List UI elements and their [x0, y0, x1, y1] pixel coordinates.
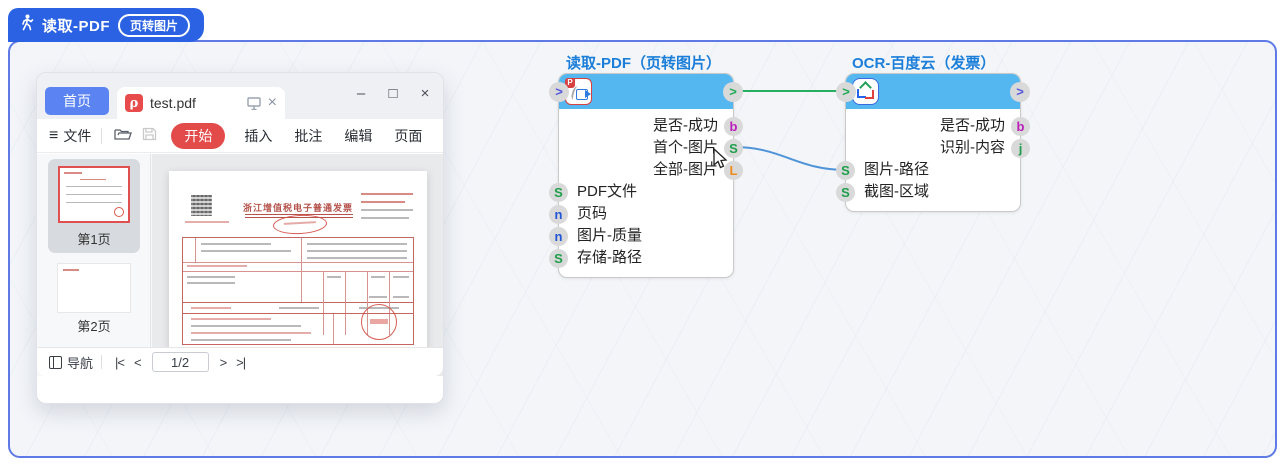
walking-person-icon — [20, 14, 34, 36]
node1-input-save-path: S 存储-路径 — [549, 247, 733, 269]
node2-input-image-path: S 图片-路径 — [836, 159, 1020, 181]
workflow-title: 读取-PDF — [42, 17, 110, 35]
next-page-button[interactable]: > — [219, 354, 228, 370]
port-number[interactable]: n — [549, 227, 568, 246]
node2-run-port[interactable]: > — [836, 82, 856, 102]
node2-output-content: 识别-内容 j — [846, 137, 1030, 159]
open-folder-icon[interactable] — [114, 127, 133, 144]
invoice-title: 浙江增值税电子普通发票 — [242, 204, 353, 214]
thumbnail-label-1: 第1页 — [77, 232, 111, 247]
node2-next-port[interactable]: > — [1010, 82, 1030, 102]
qr-code — [191, 195, 212, 216]
node1-title: 读取-PDF（页转图片） — [566, 55, 721, 72]
save-icon[interactable] — [142, 127, 157, 144]
invoice-table — [182, 237, 414, 335]
pdf-tabbar: 首页 ρ test.pdf × – □ × — [37, 73, 443, 119]
port-json[interactable]: j — [1011, 139, 1030, 158]
port-string[interactable]: S — [549, 183, 568, 202]
port-string[interactable]: S — [836, 183, 855, 202]
document-view: 浙江增值税电子普通发票 — [152, 154, 443, 376]
node2-output-success: 是否-成功 b — [846, 115, 1030, 137]
maximize-button[interactable]: □ — [388, 85, 398, 102]
node1-run-port[interactable]: > — [549, 82, 569, 102]
annotate-menu[interactable]: 批注 — [294, 127, 323, 144]
port-string[interactable]: S — [836, 161, 855, 180]
document-tab-label: test.pdf — [150, 95, 196, 111]
thumbnail-panel: 第1页 第2页 — [37, 154, 151, 376]
navigation-label[interactable]: 导航 — [67, 355, 94, 371]
node-read-pdf[interactable]: P > > 是否-成功 b 首个-图片 S 全部-图片 L S — [549, 73, 743, 278]
home-tab-button[interactable]: 首页 — [45, 87, 109, 115]
port-boolean[interactable]: b — [1011, 117, 1030, 136]
hamburger-icon: ≡ — [49, 126, 59, 144]
toolbar-divider — [101, 127, 103, 144]
statusbar-divider — [101, 355, 103, 369]
pdf-statusbar: 导航 |< < 1/2 > >| — [37, 347, 443, 376]
presentation-icon[interactable] — [246, 96, 261, 110]
close-button[interactable]: × — [420, 85, 430, 102]
node2-input-capture-area: S 截图-区域 — [836, 181, 1020, 203]
first-page-button[interactable]: |< — [115, 354, 125, 370]
minimize-button[interactable]: – — [356, 85, 366, 102]
baidu-ocr-icon — [852, 78, 879, 105]
node1-output-success: 是否-成功 b — [559, 115, 743, 137]
page-menu[interactable]: 页面 — [394, 127, 423, 144]
pdf-body: 第1页 第2页 浙江增值税电子普通发票 — [37, 154, 443, 376]
document-tab[interactable]: ρ test.pdf × — [117, 87, 285, 119]
thumbnail-page-2[interactable] — [58, 264, 130, 312]
tab-close-icon[interactable]: × — [267, 94, 277, 111]
port-number[interactable]: n — [549, 205, 568, 224]
insert-menu[interactable]: 插入 — [244, 127, 273, 144]
thumbnail-label-2: 第2页 — [77, 319, 111, 334]
node1-input-pdf-file: S PDF文件 — [549, 181, 733, 203]
invoice-page: 浙江增值税电子普通发票 — [169, 171, 427, 359]
pdf-file-icon: ρ — [125, 94, 143, 112]
node1-header[interactable]: P > > — [549, 74, 743, 109]
node1-next-port[interactable]: > — [723, 82, 743, 102]
start-menu[interactable]: 开始 — [171, 122, 226, 149]
pdf-viewer-window: 首页 ρ test.pdf × – □ × ≡ 文件 — [36, 72, 444, 404]
workflow-badge: 页转图片 — [118, 13, 191, 37]
invoice-round-stamp — [361, 304, 397, 340]
invoice-buyer-section — [182, 304, 414, 345]
pdf-toolbar: ≡ 文件 开始 插入 批注 编辑 页面 — [37, 119, 443, 153]
port-string[interactable]: S — [549, 249, 568, 268]
node1-output-first-image: 首个-图片 S — [559, 137, 743, 159]
workflow-tab[interactable]: 读取-PDF 页转图片 — [8, 8, 205, 42]
port-string[interactable]: S — [724, 139, 743, 158]
thumbnail-image-1 — [58, 166, 130, 223]
pdf-export-icon: P — [565, 78, 592, 105]
edit-menu[interactable]: 编辑 — [344, 127, 373, 144]
page-indicator-input[interactable]: 1/2 — [151, 352, 209, 372]
node2-title: OCR-百度云（发票） — [852, 55, 996, 72]
thumbnail-page-1[interactable]: 第1页 — [48, 159, 140, 253]
navigation-panel-icon[interactable] — [49, 355, 62, 369]
last-page-button[interactable]: >| — [236, 354, 246, 370]
node2-header[interactable]: > > — [836, 74, 1030, 109]
file-menu[interactable]: ≡ 文件 — [49, 126, 92, 144]
previous-page-button[interactable]: < — [133, 354, 142, 370]
node1-input-page-number: n 页码 — [549, 203, 733, 225]
port-list[interactable]: L — [724, 161, 743, 180]
port-boolean[interactable]: b — [724, 117, 743, 136]
node1-output-all-images: 全部-图片 L — [559, 159, 743, 181]
node1-input-image-quality: n 图片-质量 — [549, 225, 733, 247]
node-ocr-baidu[interactable]: > > 是否-成功 b 识别-内容 j S 图片-路径 S 截图-区域 — [836, 73, 1030, 212]
